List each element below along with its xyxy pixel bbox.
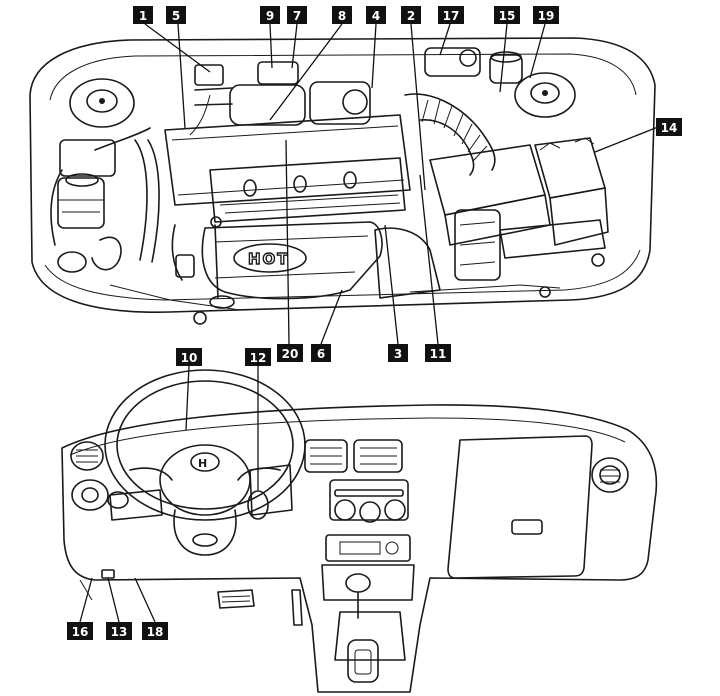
callout-9-number: 9 bbox=[266, 9, 274, 23]
callout-17: 17 bbox=[438, 6, 464, 24]
callout-6-number: 6 bbox=[317, 347, 325, 361]
callout-18: 18 bbox=[142, 622, 168, 640]
callout-14: 14 bbox=[656, 118, 682, 136]
callout-labels: 1 5 9 7 8 4 2 17 15 19 14 20 6 3 11 bbox=[67, 6, 682, 640]
callout-4: 4 bbox=[366, 6, 386, 24]
callout-7: 7 bbox=[287, 6, 307, 24]
callout-17-number: 17 bbox=[443, 9, 460, 23]
callout-1: 1 bbox=[133, 6, 153, 24]
callout-18-number: 18 bbox=[147, 625, 164, 639]
callout-4-number: 4 bbox=[372, 9, 380, 23]
callout-20: 20 bbox=[277, 344, 303, 362]
callout-1-number: 1 bbox=[139, 9, 147, 23]
callout-leaders bbox=[79, 23, 659, 623]
callout-7-number: 7 bbox=[293, 9, 301, 23]
dashboard-illustration: H bbox=[61, 369, 658, 693]
callout-2: 2 bbox=[401, 6, 421, 24]
callout-11: 11 bbox=[425, 344, 451, 362]
callout-8: 8 bbox=[332, 6, 352, 24]
callout-8-number: 8 bbox=[338, 9, 346, 23]
callout-5-number: 5 bbox=[172, 9, 180, 23]
callout-12-number: 12 bbox=[250, 351, 267, 365]
callout-13: 13 bbox=[106, 622, 132, 640]
callout-15-number: 15 bbox=[499, 9, 516, 23]
callout-3: 3 bbox=[388, 344, 408, 362]
callout-15: 15 bbox=[494, 6, 520, 24]
callout-5: 5 bbox=[166, 6, 186, 24]
callout-11-number: 11 bbox=[430, 347, 447, 361]
callout-20-number: 20 bbox=[282, 347, 299, 361]
callout-10: 10 bbox=[176, 348, 202, 366]
callout-10-number: 10 bbox=[181, 351, 198, 365]
callout-16: 16 bbox=[67, 622, 93, 640]
callout-3-number: 3 bbox=[394, 347, 402, 361]
svg-text:H: H bbox=[198, 457, 207, 470]
callout-16-number: 16 bbox=[72, 625, 89, 639]
callout-14-number: 14 bbox=[661, 121, 678, 135]
hot-warning-label: HOT bbox=[248, 250, 290, 268]
callout-9: 9 bbox=[260, 6, 280, 24]
callout-2-number: 2 bbox=[407, 9, 415, 23]
engine-bay-illustration: HOT bbox=[29, 37, 656, 325]
callout-6: 6 bbox=[311, 344, 331, 362]
callout-19: 19 bbox=[533, 6, 559, 24]
callout-13-number: 13 bbox=[111, 625, 128, 639]
callout-19-number: 19 bbox=[538, 9, 555, 23]
callout-12: 12 bbox=[245, 348, 271, 366]
